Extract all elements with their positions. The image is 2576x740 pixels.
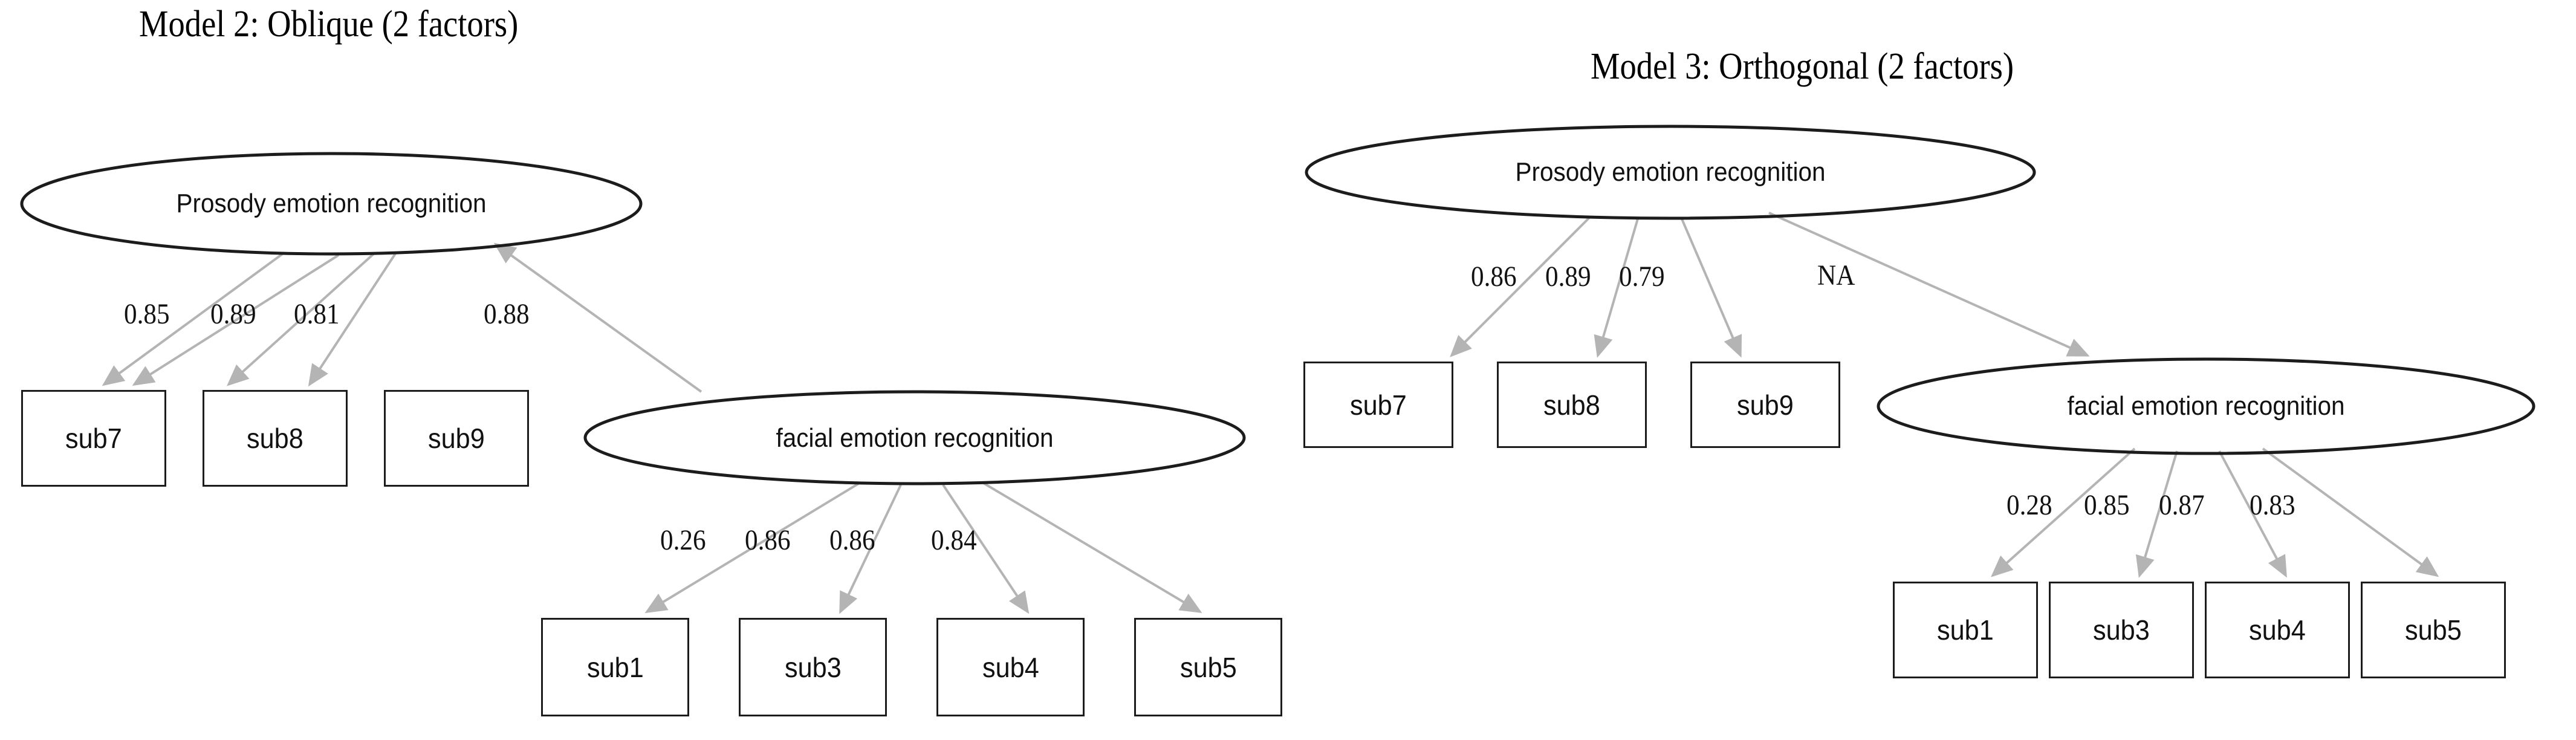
- indicator-box-sub3[interactable]: sub3: [739, 618, 887, 716]
- indicator-box-sub7[interactable]: sub7: [1303, 362, 1453, 448]
- indicator-box-sub4[interactable]: sub4: [2205, 582, 2350, 678]
- panel-title-model-2: Model 2: Oblique (2 factors): [139, 4, 519, 45]
- edge-label-prosody-sub9: 0.79: [1619, 261, 1665, 293]
- latent-ellipse-facial: [1877, 357, 2535, 455]
- panel-title-model-3: Model 3: Orthogonal (2 factors): [1591, 46, 2014, 87]
- latent-ellipse-prosody: [20, 152, 643, 256]
- indicator-label-sub4: sub4: [2249, 614, 2306, 646]
- indicator-box-sub3[interactable]: sub3: [2049, 582, 2194, 678]
- edge-label-prosody-sub9: 0.81: [294, 298, 340, 330]
- panel-model-3: Model 3: Orthogonal (2 factors) Prosody: [1288, 0, 2576, 740]
- edge-prosody-sub8: [132, 254, 340, 386]
- edge-prosody-sub7: [1450, 215, 1592, 357]
- indicator-label-sub7: sub7: [65, 423, 122, 454]
- edges-layer-model-2: [20, 152, 1246, 614]
- edge-prosody-sub8b: [227, 253, 375, 386]
- indicator-label-sub7: sub7: [1350, 389, 1407, 421]
- edge-facial-sub5: [981, 481, 1202, 614]
- edge-facial-sub3: [2135, 450, 2178, 578]
- indicator-label-sub4: sub4: [982, 651, 1039, 683]
- edge-label-facial-sub5: 0.83: [2250, 489, 2295, 521]
- indicator-label-sub3: sub3: [784, 651, 842, 683]
- edge-prosody-facial: [1768, 212, 2090, 357]
- edge-label-facial-sub4: 0.87: [2159, 489, 2205, 521]
- indicator-label-sub1: sub1: [586, 651, 644, 683]
- indicator-label-sub5: sub5: [2405, 614, 2462, 646]
- panel-model-2: Model 2: Oblique (2 factors) Pro: [20, 4, 1282, 716]
- edge-label-prosody-sub7: 0.85: [124, 298, 170, 330]
- latent-ellipse-facial: [583, 390, 1246, 485]
- latent-label-prosody: Prosody emotion recognition: [176, 189, 487, 218]
- indicator-box-sub4[interactable]: sub4: [936, 618, 1085, 716]
- edge-facial-sub4: [2218, 450, 2287, 578]
- latent-ellipse-prosody: [1305, 125, 2036, 220]
- edge-prosody-sub8: [1594, 218, 1639, 358]
- indicator-label-sub8: sub8: [1543, 389, 1600, 421]
- indicator-box-sub9[interactable]: sub9: [1690, 362, 1840, 448]
- edge-facial-sub1: [644, 482, 860, 614]
- edge-prosody-sub7: [102, 252, 285, 386]
- indicator-box-sub1[interactable]: sub1: [1893, 582, 2038, 678]
- indicator-label-sub1: sub1: [1937, 614, 1994, 646]
- indicator-label-sub9: sub9: [1737, 389, 1794, 421]
- edge-facial-sub4: [942, 484, 1030, 614]
- edge-label-prosody-sub7: 0.86: [1471, 261, 1517, 293]
- indicator-box-sub9[interactable]: sub9: [384, 390, 529, 487]
- indicator-label-sub3: sub3: [2093, 614, 2150, 646]
- edge-label-facial-sub5: 0.84: [931, 524, 977, 556]
- indicator-box-sub5[interactable]: sub5: [2361, 582, 2506, 678]
- edge-label-facial-sub3: 0.85: [2084, 489, 2130, 521]
- indicator-label-sub8: sub8: [247, 423, 303, 454]
- edge-facial-prosody: [493, 242, 702, 393]
- indicator-box-sub1[interactable]: sub1: [541, 618, 689, 716]
- indicator-box-sub8[interactable]: sub8: [203, 390, 348, 487]
- edge-label-prosody-sub8: 0.89: [1545, 261, 1591, 293]
- edge-label-facial-sub3: 0.86: [745, 524, 791, 556]
- edge-label-facial-sub1: 0.26: [660, 524, 706, 556]
- indicator-box-sub8[interactable]: sub8: [1497, 362, 1647, 448]
- edge-label-prosody-sub8: 0.89: [210, 298, 256, 330]
- edge-facial-sub1: [1991, 447, 2136, 577]
- indicator-label-sub5: sub5: [1179, 651, 1237, 683]
- edge-prosody-sub9: [1680, 217, 1742, 358]
- edge-label-facial-sub1: 0.28: [2007, 489, 2052, 521]
- indicator-box-sub7[interactable]: sub7: [21, 390, 166, 487]
- edge-label-facial-prosody: 0.88: [484, 298, 530, 330]
- edges-layer-model-3: [1305, 125, 2535, 578]
- latent-label-facial: facial emotion recognition: [2067, 391, 2345, 421]
- edge-label-prosody-facial: NA: [1817, 259, 1855, 291]
- edge-facial-sub5: [2262, 447, 2439, 577]
- edge-label-facial-sub4: 0.86: [829, 524, 875, 556]
- latent-label-prosody: Prosody emotion recognition: [1515, 157, 1826, 187]
- indicator-label-sub9: sub9: [428, 423, 485, 454]
- indicator-box-sub5[interactable]: sub5: [1134, 618, 1282, 716]
- edge-prosody-sub9: [308, 252, 397, 387]
- edge-facial-sub3: [839, 484, 902, 614]
- latent-label-facial: facial emotion recognition: [776, 423, 1054, 453]
